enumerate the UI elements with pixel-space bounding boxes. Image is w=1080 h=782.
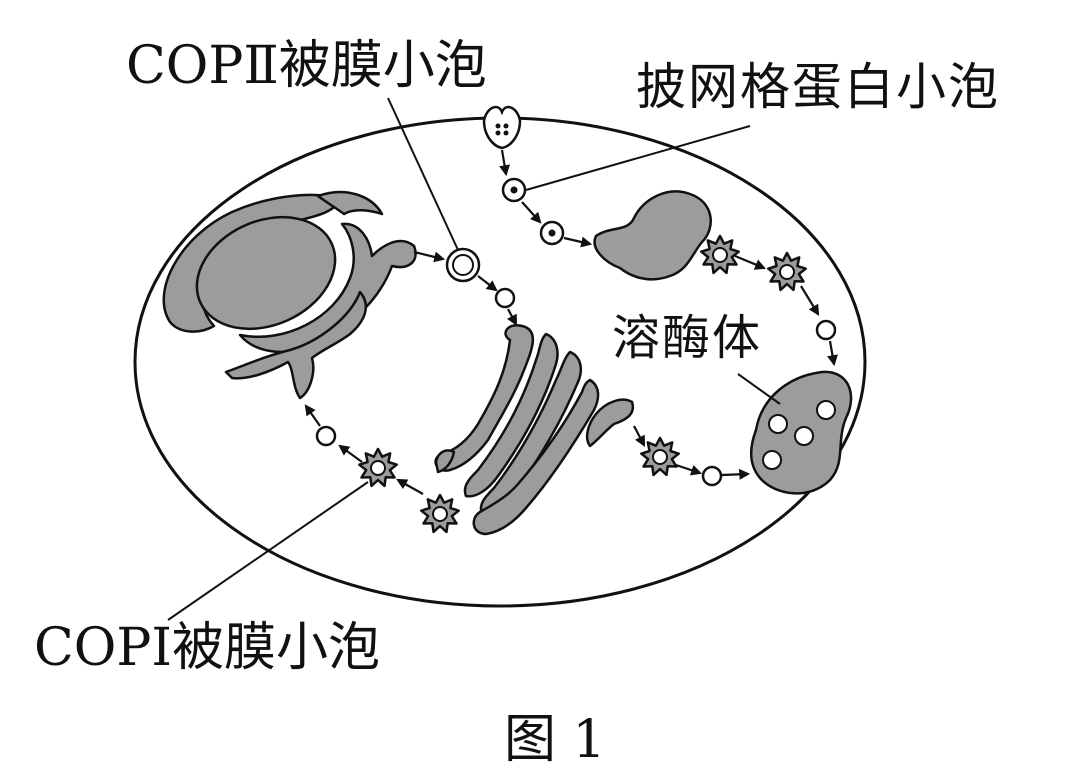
clathrin-vesicle	[541, 222, 563, 244]
copii-vesicle-label: COPⅡ被膜小泡	[126, 40, 487, 92]
golgi-apparatus	[436, 325, 633, 534]
coated-vesicles	[359, 236, 805, 532]
coated-vesicle-core	[780, 265, 794, 279]
membrane-invagination	[484, 107, 520, 148]
coated-vesicle-core	[653, 450, 667, 464]
coated-vesicle-core	[433, 507, 447, 521]
lysosome-label: 溶酶体	[612, 314, 762, 362]
clathrin-vesicle-label: 披网格蛋白小泡	[636, 62, 1000, 112]
coated-vesicle-core	[713, 248, 727, 262]
copi-vesicle-label: COPⅠ被膜小泡	[34, 622, 380, 674]
copii-vesicle	[447, 249, 479, 281]
clathrin-vesicle	[503, 179, 525, 201]
figure-caption: 图 1	[504, 714, 606, 766]
coated-vesicle-core	[371, 461, 385, 475]
endosome	[595, 191, 711, 279]
